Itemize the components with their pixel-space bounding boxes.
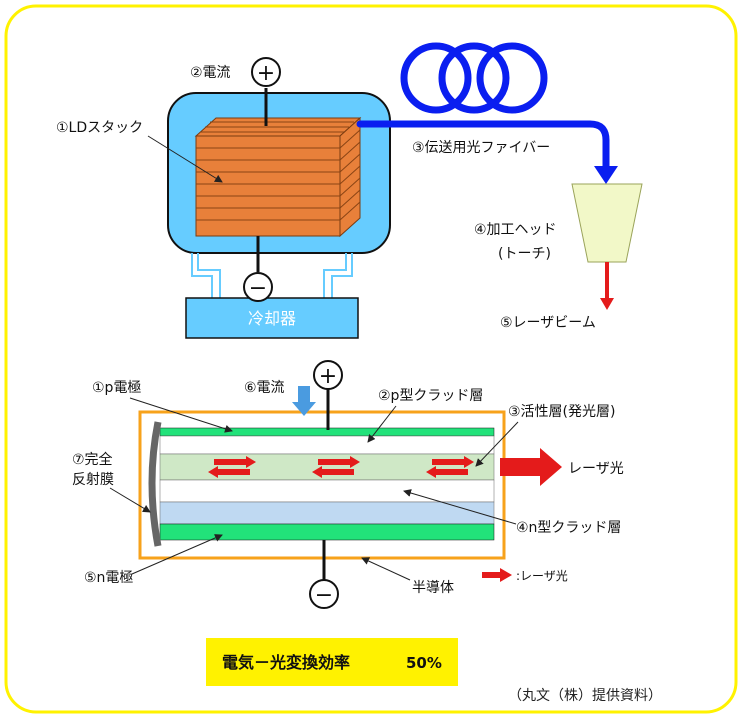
ld-stack-leader [147,135,223,183]
active-layer [159,453,495,481]
legend-label: :レーザ光 [516,569,568,583]
fiber-label: ③伝送用光ファイバー [412,140,550,156]
top-plus-terminal [251,57,281,87]
laser-light-label: レーザ光 [568,461,624,477]
bottom-minus-symbol: − [315,583,333,608]
p-clad-label: ②p型クラッド層 [378,388,483,404]
legend-arrow-body [482,572,500,578]
reflector-leader [109,487,151,513]
top-minus-terminal [243,272,273,302]
active-layer-leader [475,421,519,467]
total-reflection-film [148,421,162,547]
semiconductor-label: 半導体 [412,580,454,596]
processing-head [571,183,643,263]
top-diagram: 冷却器 [56,42,643,339]
reflector-label-line2: 反射膜 [72,472,114,488]
bottom-diagram: レーザ光 + − ⑥電流 ①p電極 ②p型クラッド層 ③活性層(発光層) ⑦完全… [72,360,624,609]
laser-arrow-left-1 [208,466,250,478]
semiconductor-leader [361,557,411,581]
head-label-line1: ④加工ヘッド [474,222,557,238]
coolant-pipes [191,253,353,298]
n-electrode-label: ⑤n電極 [84,570,133,586]
laser-arrow-left-2 [312,466,354,478]
top-plus-symbol: + [257,61,275,86]
head-label-line2: (トーチ) [498,246,551,262]
laser-output-arrow [500,448,562,486]
active-layer-label: ③活性層(発光層) [508,404,615,420]
efficiency-banner [206,638,458,686]
n-clad-leader [403,489,517,525]
current-label-top: ②電流 [190,65,231,81]
n-clad-layer [159,501,495,525]
reflector-label-line1: ⑦完全 [72,451,113,468]
ld-stack [194,116,362,238]
current-arrow [292,386,316,416]
top-minus-symbol: − [249,276,267,301]
efficiency-value: 50% [406,654,442,672]
credit-text: （丸文（株）提供資料） [508,688,662,704]
ld-stack-label: ①LDスタック [56,120,143,136]
p-electrode-leader [129,397,233,433]
optical-fiber [356,42,610,172]
n-electrode-leader [131,534,223,575]
efficiency-title: 電気－光変換効率 [222,653,350,672]
p-clad-layer [159,435,495,455]
cooler-box [185,297,359,339]
laser-arrow-right-1 [214,456,256,468]
bottom-minus-terminal [309,579,339,609]
n-clad-label: ④n型クラッド層 [516,520,621,536]
laser-arrow-right-3 [432,456,474,468]
fiber-arrowhead [594,166,618,184]
internal-laser-arrows [208,456,474,478]
laser-arrow-left-3 [426,466,468,478]
p-clad-leader [367,405,397,443]
current-label-bottom: ⑥電流 [244,380,285,396]
laser-arrow-right-2 [318,456,360,468]
n-electrode-layer [159,523,495,541]
n-clad-upper-layer [159,479,495,503]
bottom-plus-terminal [313,360,343,390]
cooler-label: 冷却器 [248,309,296,328]
laser-beam-label: ⑤レーザビーム [500,315,596,331]
laser-beam-arrowhead [600,298,614,310]
bottom-plus-symbol: + [319,364,337,389]
legend-arrow-head [500,568,512,582]
p-electrode-label: ①p電極 [92,380,141,396]
